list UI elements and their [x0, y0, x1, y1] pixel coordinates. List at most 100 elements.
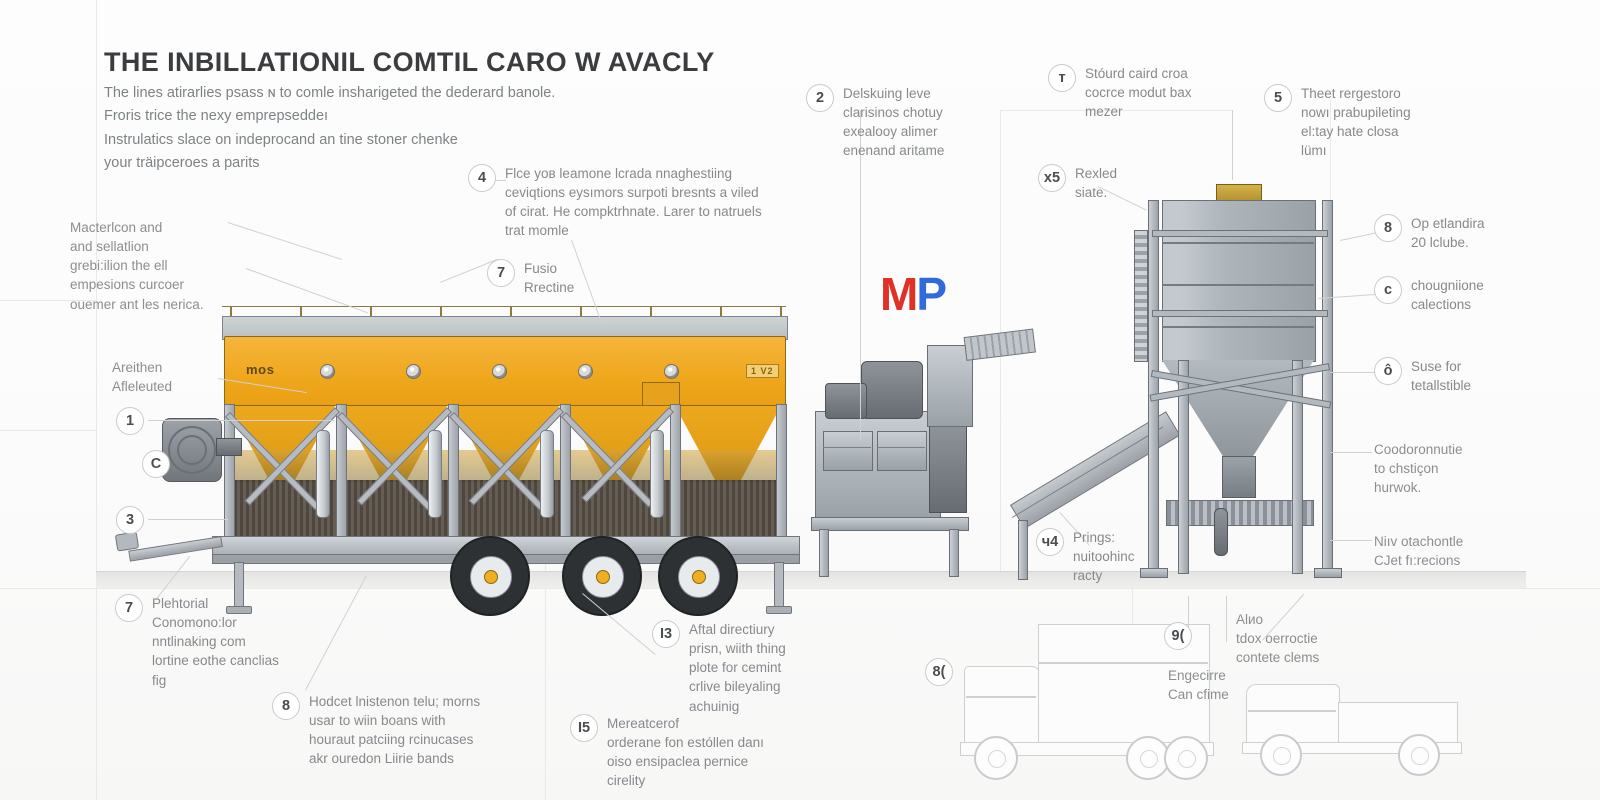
callout-5-top[interactable]: 5 Theet rergestoro nowı prabupileting el…: [1264, 84, 1444, 161]
callout-line: Rexled: [1075, 166, 1118, 181]
callout-1[interactable]: 1: [116, 407, 144, 435]
callout-line: grebi:ilion the ell: [70, 258, 168, 274]
pneumatic-cylinder: [316, 430, 330, 518]
hopper-access-hatch: [642, 382, 680, 406]
tower-cross-brace: [1152, 310, 1328, 317]
pickup-cab: [1246, 684, 1340, 744]
callout-line: 20 lclube.: [1411, 235, 1469, 251]
callout-8-right[interactable]: 8 Op etlandira 20 lclube.: [1374, 214, 1554, 252]
callout-text: Op etlandira 20 lclube.: [1411, 214, 1485, 252]
rail-post: [720, 306, 722, 319]
panel-line: [877, 447, 925, 448]
rail-post: [300, 306, 302, 319]
callout-text: Coodoronnutie to chstiçon hurwok.: [1374, 440, 1463, 497]
callout-line: tdox oerroctie: [1236, 631, 1318, 647]
callout-left-areithen: Areithen Afleleuted: [112, 358, 262, 396]
callout-number: ч4: [1036, 528, 1064, 556]
callout-number: 7: [487, 259, 515, 287]
pneumatic-cylinder: [650, 430, 664, 518]
callout-line: СJet fı:recions: [1374, 553, 1461, 569]
callout-line: orderane fon estóllen danı: [607, 735, 764, 751]
callout-number: х5: [1038, 164, 1066, 192]
page-subtitle: The lines atirarlies psass ɴ to comle in…: [104, 82, 724, 176]
callout-number: 5: [1264, 84, 1292, 112]
callout-1-top[interactable]: т Stóurd caird croa cocrce modut bax mez…: [1048, 64, 1228, 121]
callout-number: ô: [1374, 357, 1402, 385]
callout-7-top[interactable]: 7 Fusio Rrectine: [487, 259, 607, 297]
logo-letter-m: M: [880, 268, 918, 320]
mixer-power-module: [811, 328, 1036, 577]
subtitle-line: The lines atirarlies psass ɴ to comle in…: [104, 85, 556, 101]
guide-line: [0, 588, 1600, 589]
callout-number: I3: [652, 620, 680, 648]
callout-line: Can cfime: [1168, 687, 1229, 703]
callout-coordination-right: Coodoronnutie to chstiçon hurwok.: [1374, 440, 1554, 497]
callout-number: c: [1374, 276, 1402, 304]
callout-13-bottom[interactable]: I3 Aftal directiury prisn, wiith thing p…: [652, 620, 832, 716]
leader-line: [1330, 540, 1372, 541]
silo-foot: [1314, 568, 1342, 578]
rail-post: [650, 306, 652, 319]
callout-number: 1: [116, 407, 144, 435]
truck-detail-line: [1038, 662, 1208, 664]
callout-line: tetallstible: [1411, 378, 1472, 394]
callout-8-bottom-right[interactable]: 8(: [925, 658, 953, 686]
callout-line: Hodcet lnistenon telu; morns: [309, 694, 481, 709]
callout-text: Flce yoв leamone lcrada nnaghestiing cev…: [505, 164, 762, 241]
aggregate-hopper-trailer: mos 1 V2: [114, 300, 830, 616]
callout-line: lümı: [1301, 143, 1327, 159]
callout-line: prisn, wiith thing: [689, 641, 786, 657]
cement-silo-tower: [1130, 170, 1390, 590]
wheel-hub: [484, 570, 498, 584]
screw-conveyor: [1214, 508, 1228, 556]
callout-number: 7: [115, 594, 143, 622]
callout-line: Theet rergestoro: [1301, 86, 1401, 101]
silo-outlet-valve: [1222, 456, 1256, 498]
guide-line: [1000, 110, 1232, 111]
callout-line: Fusio: [524, 261, 558, 276]
conveyor-belt-assembly: [224, 480, 786, 538]
callout-text: Mereatcerof orderane fon estóllen danı o…: [607, 714, 764, 791]
conveyor-leg: [1018, 520, 1028, 580]
callout-text: Plehtorial Conomono:lor nntlinaking com …: [152, 594, 279, 690]
callout-line: empesions curcoer: [70, 277, 185, 293]
callout-15-bottom[interactable]: I5 Mereatcerof orderane fon estóllen dan…: [570, 714, 810, 791]
callout-text: Suse for tetallstible: [1411, 357, 1471, 395]
callout-c-right[interactable]: c chougniione calections: [1374, 276, 1554, 314]
guide-line: [0, 300, 96, 301]
tower-cross-brace: [1152, 230, 1328, 237]
callout-line: el:tay hate closа: [1301, 124, 1399, 140]
callout-3[interactable]: 3: [116, 506, 144, 534]
silo-body: [1162, 200, 1316, 362]
control-panel: [823, 431, 873, 471]
callout-line: contete clems: [1236, 650, 1320, 666]
pickup-detail-line: [1248, 710, 1336, 712]
callout-6-right[interactable]: ô Suse for tetallstible: [1374, 357, 1554, 395]
callout-2-top[interactable]: 2 Delskuing leve clarisinos chotuy exeal…: [806, 84, 986, 161]
callout-9-bottom-text: Alиo tdox oerroctie contete clems: [1236, 610, 1426, 667]
trailer-hitch: [114, 531, 140, 552]
callout-5-mid[interactable]: х5 Rexled siate.: [1038, 164, 1168, 202]
module-support-leg: [819, 529, 829, 577]
callout-4-top[interactable]: 4 Flce yoв leamone lcrada nnaghestiing c…: [468, 164, 808, 241]
callout-text: Fusio Rrectine: [524, 259, 574, 297]
callout-line: Flce yoв leamone lcrada nnaghestiing: [505, 166, 733, 181]
callout-number: C: [142, 450, 170, 478]
module-base: [811, 517, 969, 531]
callout-4-mid[interactable]: ч4 Prings: nuitoohinc racty: [1036, 528, 1176, 585]
outrigger-foot: [226, 606, 252, 614]
callout-c[interactable]: C: [142, 450, 170, 478]
callout-line: nuitoohinc: [1073, 549, 1135, 565]
callout-text: Delskuing leve clarisinos chotuy exealoo…: [843, 84, 944, 161]
silo-band: [1162, 284, 1314, 286]
pickup-bed: [1338, 702, 1458, 744]
callout-line: to chstiçon: [1374, 461, 1439, 477]
callout-9-bottom[interactable]: 9(: [1164, 622, 1192, 650]
callout-8-bottom[interactable]: 8 Hodcet lnistenon telu; morns usar to w…: [272, 692, 532, 769]
callout-line: of cirat. He compktrhnate. Larer to natr…: [505, 204, 762, 220]
guide-line: [545, 560, 546, 800]
callout-7-bottom-left[interactable]: 7 Plehtorial Conomono:lor nntlinaking co…: [115, 594, 325, 690]
callout-left-upper-note: Macterlcon and and sellatlion grebi:ilio…: [70, 218, 290, 314]
leader-line: [1226, 596, 1227, 642]
page-title: THE INBILLATIONIL COMTIL CARO W AVACLY: [104, 47, 715, 77]
